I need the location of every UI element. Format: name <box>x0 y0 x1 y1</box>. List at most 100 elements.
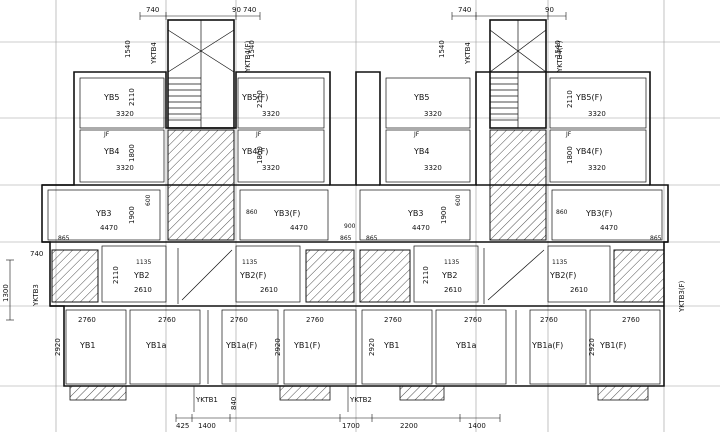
jf-b: JF <box>255 131 262 138</box>
room-yb2f-left-dim: 2610 <box>260 286 278 294</box>
room-yb4f-right-side: 1800 <box>566 146 574 164</box>
room-yb2f-right-small: 1135 <box>552 259 567 266</box>
room-yb2f-right: YB2(F) <box>549 271 576 280</box>
room-yb3-left: YB3 <box>95 209 111 218</box>
room-yb1f-b-side: 2920 <box>588 338 596 356</box>
dim-865-b: 865 <box>340 235 352 242</box>
room-yb2-left-side: 2110 <box>112 266 120 284</box>
room-partitions <box>47 77 663 385</box>
dimension-lines <box>6 12 567 422</box>
room-yb4f-right: YB4(F) <box>575 147 602 156</box>
room-yb1-a-dim: 2760 <box>78 316 96 324</box>
dim-bottom-2200: 2200 <box>400 422 418 430</box>
room-yb1f-b: YB1(F) <box>599 341 626 350</box>
room-yb1af-a-dim: 2760 <box>230 316 248 324</box>
room-yb3-right-side: 1900 <box>440 206 448 224</box>
dim-1540-a: 1540 <box>124 40 132 58</box>
room-yb1a-a-dim: 2760 <box>158 316 176 324</box>
stair-tag-yktb4-f-r: YKTB4(F) <box>556 40 564 73</box>
room-yb1af-b: YB1a(F) <box>531 341 563 350</box>
jf-d: JF <box>565 131 572 138</box>
dim-1540-b: 1540 <box>248 40 256 58</box>
yktb3-right: YKTB3(F) <box>678 280 686 313</box>
dim-bottom-425: 425 <box>176 422 189 430</box>
room-yb4f-left: YB4(F) <box>241 147 268 156</box>
room-yb1a-b-dim: 2760 <box>464 316 482 324</box>
dim-bottom-1400-b: 1400 <box>468 422 486 430</box>
room-yb2f-right-dim: 2610 <box>570 286 588 294</box>
room-yb4-left: YB4 <box>103 147 119 156</box>
room-yb5-left-side: 2110 <box>128 88 136 106</box>
room-yb1a-a: YB1a <box>145 341 166 350</box>
room-yb3f-right: YB3(F) <box>585 209 612 218</box>
room-yb2f-left: YB2(F) <box>239 271 266 280</box>
tag-yktb1: YKTB1 <box>195 396 218 404</box>
room-yb4-right-dim: 3320 <box>424 164 442 172</box>
dim-bottom-1400-a: 1400 <box>198 422 216 430</box>
room-yb5-left: YB5 <box>103 93 119 102</box>
room-yb4f-left-dim: 3320 <box>262 164 280 172</box>
room-yb1a-b: YB1a <box>455 341 476 350</box>
dim-600-a: 600 <box>145 194 152 206</box>
dim-1540-c: 1540 <box>438 40 446 58</box>
building-outline <box>41 71 669 387</box>
room-yb5f-left-side: 2110 <box>256 90 264 108</box>
room-yb2-right-dim: 2610 <box>444 286 462 294</box>
jf-c: JF <box>413 131 420 138</box>
room-yb1f-b-dim: 2760 <box>622 316 640 324</box>
dim-740-left: 740 <box>30 250 43 258</box>
dim-top-740-c: 740 <box>458 6 471 14</box>
stair-right <box>489 19 547 129</box>
room-yb3f-left: YB3(F) <box>273 209 300 218</box>
room-yb5-right: YB5 <box>413 93 429 102</box>
room-yb5-left-dim: 3320 <box>116 110 134 118</box>
room-yb2-right: YB2 <box>441 271 457 280</box>
dim-bottom-1700: 1700 <box>342 422 360 430</box>
yktb3-left: YKTB3 <box>32 284 40 307</box>
dim-1300-left: 1300 <box>2 284 10 302</box>
room-yb1f-a: YB1(F) <box>293 341 320 350</box>
dim-865-c: 865 <box>366 235 378 242</box>
room-yb3-right-dim: 4470 <box>412 224 430 232</box>
room-yb2-right-side: 2110 <box>422 266 430 284</box>
dim-1540-d: 1540 <box>554 40 562 58</box>
stair-tag-yktb4-f: YKTB4(F) <box>244 40 252 73</box>
dim-bottom-840: 840 <box>230 397 238 410</box>
room-yb3f-right-dim: 4470 <box>600 224 618 232</box>
room-yb2-left: YB2 <box>133 271 149 280</box>
room-yb1-a-side: 2920 <box>54 338 62 356</box>
stair-left <box>167 19 235 129</box>
room-yb5f-right-dim: 3320 <box>588 110 606 118</box>
room-yb5f-right: YB5(F) <box>575 93 602 102</box>
room-yb2f-left-small: 1135 <box>242 259 257 266</box>
dim-top-740-b: 740 <box>243 6 256 14</box>
dim-900-a: 900 <box>344 223 356 230</box>
room-yb1-b: YB1 <box>383 341 399 350</box>
room-yb1af-b-dim: 2760 <box>540 316 558 324</box>
dim-860-a: 860 <box>246 209 258 216</box>
room-yb1af-a: YB1a(F) <box>225 341 257 350</box>
dim-top-740-a: 740 <box>146 6 159 14</box>
room-yb4f-left-side: 1800 <box>256 146 264 164</box>
room-yb4-left-dim: 3320 <box>116 164 134 172</box>
room-yb3f-left-dim: 4470 <box>290 224 308 232</box>
room-yb5f-left: YB5(F) <box>241 93 268 102</box>
dim-600-b: 600 <box>455 194 462 206</box>
room-yb3-right: YB3 <box>407 209 423 218</box>
room-yb4-right: YB4 <box>413 147 429 156</box>
room-yb2-left-small: 1135 <box>136 259 151 266</box>
room-yb1-b-dim: 2760 <box>384 316 402 324</box>
room-yb5f-left-dim: 3320 <box>262 110 280 118</box>
tag-yktb2: YKTB2 <box>349 396 372 404</box>
room-yb2-left-dim: 2610 <box>134 286 152 294</box>
stair-tag-yktb4: YKTB4 <box>150 42 158 65</box>
dim-top-90-b: 90 <box>545 6 554 14</box>
room-yb1-b-side: 2920 <box>368 338 376 356</box>
room-yb1f-a-dim: 2760 <box>306 316 324 324</box>
dim-865-a: 865 <box>58 235 70 242</box>
room-yb5f-right-side: 2110 <box>566 90 574 108</box>
room-yb1f-a-side: 2920 <box>274 338 282 356</box>
room-yb5-right-dim: 3320 <box>424 110 442 118</box>
room-yb4-left-side: 1800 <box>128 144 136 162</box>
